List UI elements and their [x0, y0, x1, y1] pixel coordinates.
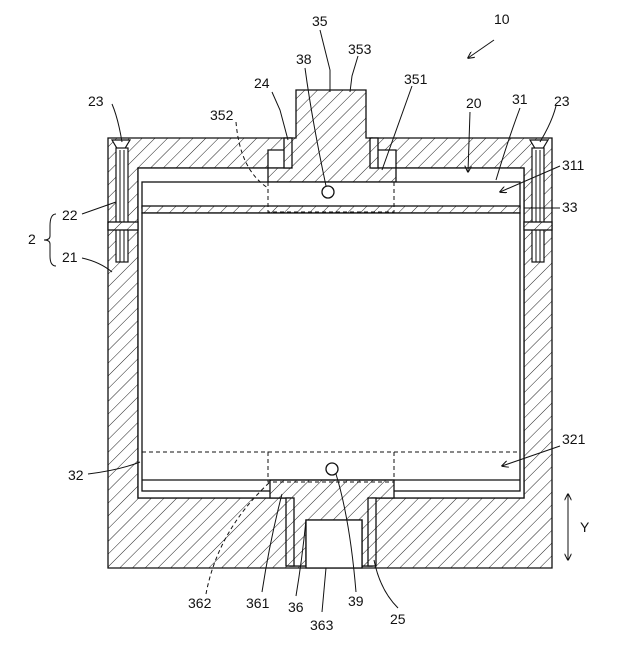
label-25: 25	[390, 611, 406, 627]
label-2: 2	[28, 231, 36, 247]
label-321: 321	[562, 431, 586, 447]
seal-24	[284, 138, 292, 168]
seam-left	[108, 222, 138, 230]
drum-body	[142, 213, 520, 491]
label-23-left: 23	[88, 93, 104, 109]
label-22: 22	[62, 207, 78, 223]
label-Y: Y	[580, 519, 590, 535]
label-311: 311	[562, 157, 585, 173]
label-20: 20	[466, 95, 482, 111]
label-36: 36	[288, 599, 304, 615]
label-24: 24	[254, 75, 270, 91]
seal-24b	[370, 138, 378, 168]
seal-25b	[368, 498, 376, 566]
label-352: 352	[210, 107, 234, 123]
label-21: 21	[62, 249, 78, 265]
label-23-right: 23	[554, 93, 570, 109]
label-31: 31	[512, 91, 528, 107]
label-39: 39	[348, 593, 364, 609]
label-351: 351	[404, 71, 428, 87]
label-362: 362	[188, 595, 212, 611]
label-33: 33	[562, 199, 578, 215]
label-32: 32	[68, 467, 84, 483]
label-10: 10	[494, 11, 510, 27]
ball-38	[322, 186, 334, 198]
label-363: 363	[310, 617, 334, 633]
seam-right	[524, 222, 552, 230]
bottom-opening-363	[306, 520, 362, 568]
seal-25	[286, 498, 294, 566]
label-353: 353	[348, 41, 372, 57]
label-38: 38	[296, 51, 312, 67]
label-361: 361	[246, 595, 270, 611]
label-35: 35	[312, 13, 328, 29]
ball-39	[326, 463, 338, 475]
